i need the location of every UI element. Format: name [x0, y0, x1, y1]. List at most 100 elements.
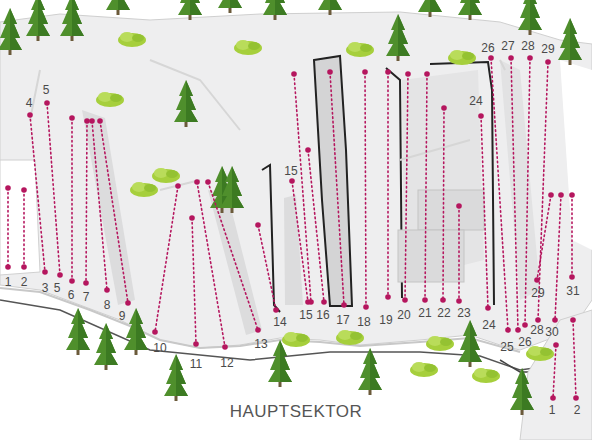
- route-number: 14: [273, 316, 286, 328]
- route-anchor: [255, 327, 261, 333]
- route-anchor: [573, 395, 579, 401]
- route-number: 31: [566, 285, 579, 297]
- route-anchor: [424, 71, 430, 77]
- route-anchor: [569, 274, 575, 280]
- route-number: 9: [119, 310, 126, 322]
- route-anchor: [273, 307, 279, 313]
- route-anchor: [222, 344, 228, 350]
- route-number: 24: [469, 95, 482, 107]
- route-anchor: [205, 179, 211, 185]
- route-number: 30: [545, 326, 558, 338]
- route-anchor: [327, 69, 333, 75]
- route-anchor: [456, 203, 462, 209]
- route-anchor: [522, 322, 528, 328]
- route-anchor: [305, 147, 311, 153]
- route-number: 27: [501, 40, 514, 52]
- route-anchor: [478, 113, 484, 119]
- sector-title: HAUPTSEKTOR: [230, 402, 363, 422]
- route-anchor: [193, 341, 199, 347]
- route-anchor: [402, 297, 408, 303]
- route-anchor: [289, 178, 295, 184]
- route-anchor: [321, 299, 327, 305]
- route-anchor: [27, 112, 33, 118]
- route-number: 19: [379, 314, 392, 326]
- route-number: 25: [500, 341, 513, 353]
- route-anchor: [385, 69, 391, 75]
- route-anchor: [189, 215, 195, 221]
- route-anchor: [363, 304, 369, 310]
- route-anchor: [405, 71, 411, 77]
- route-number: 10: [153, 342, 166, 354]
- route-number: 21: [418, 307, 431, 319]
- route-anchor: [57, 272, 63, 278]
- route-anchor: [422, 297, 428, 303]
- route-number: 6: [68, 289, 75, 301]
- route-number: 23: [457, 307, 470, 319]
- route-number: 5: [43, 84, 50, 96]
- route-anchor: [362, 69, 368, 75]
- route-anchor: [550, 395, 556, 401]
- route-number: 18: [357, 316, 370, 328]
- route-anchor: [89, 118, 95, 124]
- route-number: 2: [574, 404, 581, 416]
- route-anchor: [21, 264, 27, 270]
- route-number: 29: [541, 43, 554, 55]
- route-anchor: [42, 269, 48, 275]
- route-number: 22: [437, 307, 450, 319]
- route-anchor: [291, 71, 297, 77]
- route-number: 4: [26, 97, 33, 109]
- route-anchor: [505, 327, 511, 333]
- route-anchor: [545, 59, 551, 65]
- route-anchor: [69, 115, 75, 121]
- route-number: 24: [482, 319, 495, 331]
- route-anchor: [83, 280, 89, 286]
- route-number: 8: [104, 299, 111, 311]
- route-anchor: [97, 118, 103, 124]
- route-number: 2: [21, 276, 28, 288]
- route-anchor: [21, 187, 27, 193]
- route-anchor: [104, 287, 110, 293]
- route-anchor: [125, 300, 131, 306]
- route-anchor: [5, 185, 11, 191]
- route-anchor: [255, 222, 261, 228]
- route-anchor: [558, 192, 564, 198]
- route-anchor: [69, 278, 75, 284]
- route-number: 1: [5, 276, 12, 288]
- route-anchor: [552, 317, 558, 323]
- route-anchor: [44, 100, 50, 106]
- route-number: 17: [336, 314, 349, 326]
- route-anchor: [308, 299, 314, 305]
- route-anchor: [175, 183, 181, 189]
- route-anchor: [456, 298, 462, 304]
- route-anchor: [569, 192, 575, 198]
- route-anchor: [5, 264, 11, 270]
- route-number: 3: [42, 282, 49, 294]
- route-number: 1: [549, 404, 556, 416]
- route-anchor: [485, 305, 491, 311]
- route-anchor: [535, 317, 541, 323]
- route-anchor: [488, 55, 494, 61]
- route-anchor: [441, 105, 447, 111]
- route-anchor: [385, 294, 391, 300]
- route-number: 26: [518, 336, 531, 348]
- route-number: 12: [220, 357, 233, 369]
- route-anchor: [440, 297, 446, 303]
- route-anchor: [508, 55, 514, 61]
- route-anchor: [341, 302, 347, 308]
- route-anchor: [548, 192, 554, 198]
- route-number: 11: [190, 358, 202, 370]
- route-number: 28: [521, 40, 534, 52]
- route-number: 5: [54, 282, 61, 294]
- route-number: 26: [481, 42, 494, 54]
- route-number: 28: [530, 324, 543, 336]
- route-anchor: [570, 317, 576, 323]
- route-number: 15: [299, 309, 312, 321]
- route-anchor: [553, 342, 559, 348]
- route-anchor: [152, 329, 158, 335]
- route-anchor: [534, 277, 540, 283]
- route-anchor: [84, 118, 90, 124]
- route-number: 7: [83, 291, 90, 303]
- route-number: 20: [397, 309, 410, 321]
